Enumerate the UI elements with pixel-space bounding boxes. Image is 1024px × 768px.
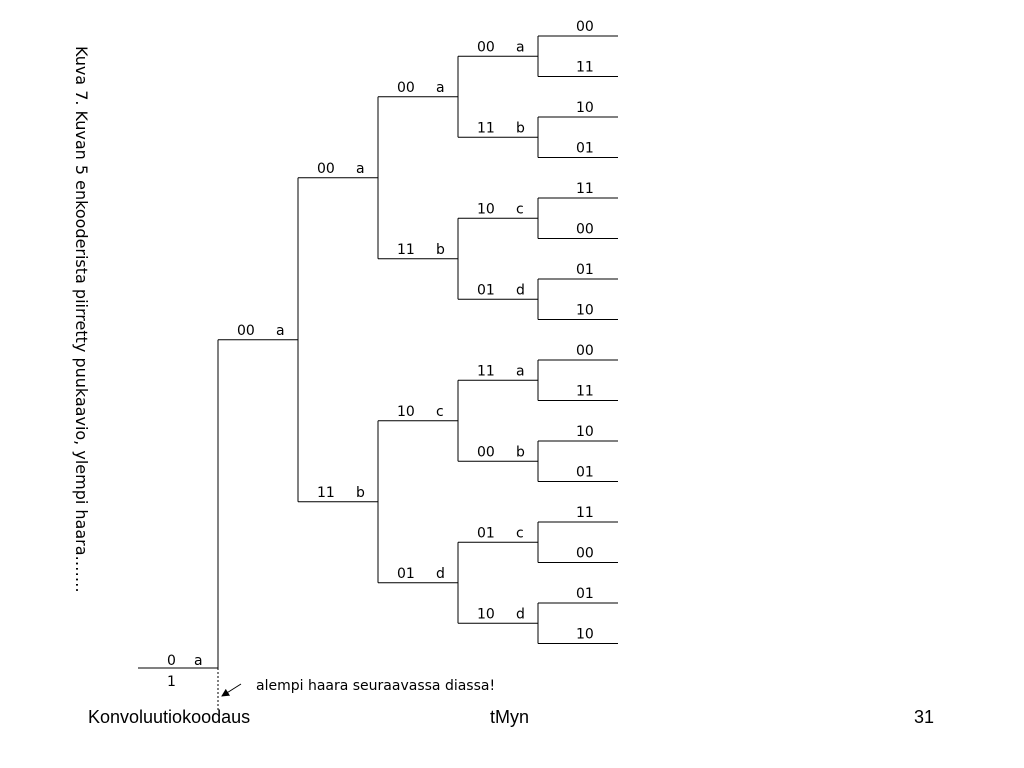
root-lower-output-label: 1 xyxy=(167,674,176,690)
leaf-output-label: 11 xyxy=(576,60,594,76)
leaf-output-label: 10 xyxy=(576,100,594,116)
branch-state-label: b xyxy=(356,485,365,501)
branch-output-label: 00 xyxy=(237,323,255,339)
leaf-output-label: 11 xyxy=(576,181,594,197)
leaf-output-label: 01 xyxy=(576,465,594,481)
branch-output-label: 00 xyxy=(477,444,495,460)
leaf-output-label: 00 xyxy=(576,546,594,562)
tree-branches: 00 11 00 a 10 01 11 b 00 a 11 00 10 c 01 10 01 d 11 b 00 a 00 1… xyxy=(217,19,618,668)
root-output-label: 0 xyxy=(167,653,176,669)
branch-state-label: a xyxy=(516,39,525,55)
branch-state-label: b xyxy=(516,120,525,136)
leaf-output-label: 00 xyxy=(576,222,594,238)
lower-branch-note: alempi haara seuraavassa diassa! xyxy=(256,678,495,694)
footer-title: Konvoluutiokoodaus xyxy=(88,707,251,727)
note-arrow xyxy=(221,683,242,697)
branch-output-label: 11 xyxy=(477,363,495,379)
leaf-output-label: 00 xyxy=(576,19,594,35)
footer-author: tMyn xyxy=(490,707,530,727)
leaf-output-label: 10 xyxy=(576,627,594,643)
branch-state-label: b xyxy=(516,444,525,460)
branch-state-label: c xyxy=(516,525,524,541)
branch-output-label: 01 xyxy=(477,525,495,541)
branch-output-label: 10 xyxy=(477,606,495,622)
branch-output-label: 11 xyxy=(477,120,495,136)
branch-state-label: d xyxy=(436,566,445,582)
branch-state-label: a xyxy=(516,363,525,379)
root-state-label: a xyxy=(194,653,203,669)
branch-state-label: d xyxy=(516,282,525,298)
leaf-output-label: 01 xyxy=(576,586,594,602)
branch-state-label: d xyxy=(516,606,525,622)
leaf-output-label: 11 xyxy=(576,505,594,521)
branch-output-label: 10 xyxy=(477,201,495,217)
leaf-output-label: 10 xyxy=(576,303,594,319)
figure-caption: Kuva 7. Kuvan 5 enkooderista piirretty p… xyxy=(72,46,91,593)
branch-output-label: 11 xyxy=(397,242,415,258)
branch-state-label: c xyxy=(436,404,444,420)
branch-output-label: 01 xyxy=(477,282,495,298)
branch-output-label: 10 xyxy=(397,404,415,420)
page-number: 31 xyxy=(914,707,935,727)
branch-state-label: c xyxy=(516,201,524,217)
leaf-output-label: 01 xyxy=(576,141,594,157)
branch-output-label: 00 xyxy=(317,161,335,177)
leaf-output-label: 11 xyxy=(576,384,594,400)
branch-state-label: a xyxy=(436,80,445,96)
branch-output-label: 00 xyxy=(477,39,495,55)
branch-state-label: b xyxy=(436,242,445,258)
branch-state-label: a xyxy=(276,323,285,339)
branch-output-label: 11 xyxy=(317,485,335,501)
leaf-output-label: 10 xyxy=(576,424,594,440)
leaf-output-label: 01 xyxy=(576,262,594,278)
leaf-output-label: 00 xyxy=(576,343,594,359)
branch-output-label: 00 xyxy=(397,80,415,96)
branch-output-label: 01 xyxy=(397,566,415,582)
branch-state-label: a xyxy=(356,161,365,177)
